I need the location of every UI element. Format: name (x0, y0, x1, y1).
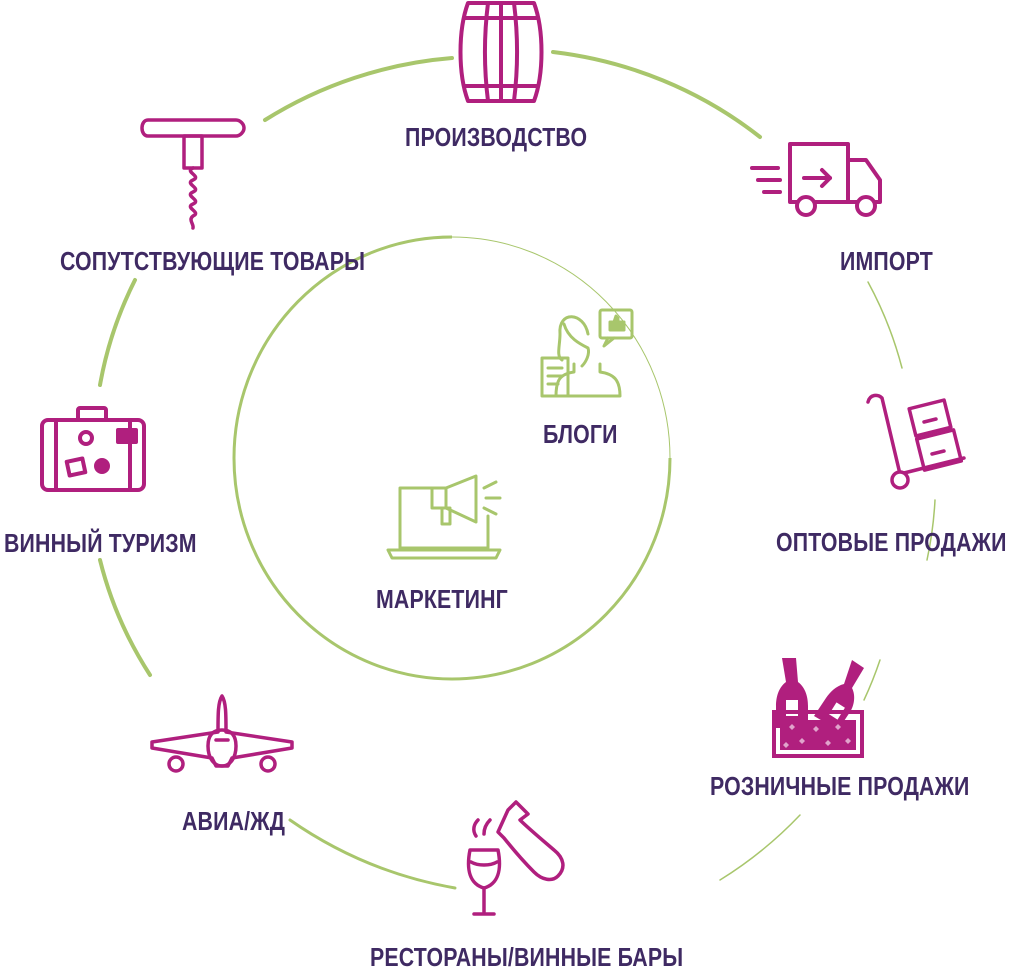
airplane-icon (150, 694, 294, 773)
label-wholesale: ОПТОВЫЕ ПРОДАЖИ (776, 527, 1007, 557)
corkscrew-icon (140, 118, 246, 230)
label-restaurants-bars: РЕСТОРАНЫ/ВИННЫЕ БАРЫ (370, 942, 684, 972)
label-blogs: БЛОГИ (543, 419, 618, 449)
label-air-rail: АВИА/ЖД (182, 806, 286, 836)
inner-ring (232, 235, 672, 681)
label-production: ПРОИЗВОДСТВО (405, 122, 588, 152)
label-retail: РОЗНИЧНЫЕ ПРОДАЖИ (710, 771, 970, 801)
hand-truck-boxes-icon (866, 393, 966, 490)
outer-ring (98, 50, 936, 890)
wine-crate-icon (772, 658, 864, 758)
laptop-megaphone-icon (386, 474, 502, 560)
blogger-icon (540, 308, 634, 398)
label-import: ИМПОРТ (840, 246, 933, 276)
label-marketing: МАРКЕТИНГ (376, 584, 508, 614)
delivery-truck-icon (750, 142, 882, 217)
wine-glass-bottle-icon (466, 800, 565, 916)
suitcase-icon (40, 406, 146, 492)
barrel-icon (458, 1, 544, 103)
label-related-goods: СОПУТСТВУЮЩИЕ ТОВАРЫ (60, 246, 366, 276)
label-wine-tourism: ВИННЫЙ ТУРИЗМ (4, 528, 197, 558)
